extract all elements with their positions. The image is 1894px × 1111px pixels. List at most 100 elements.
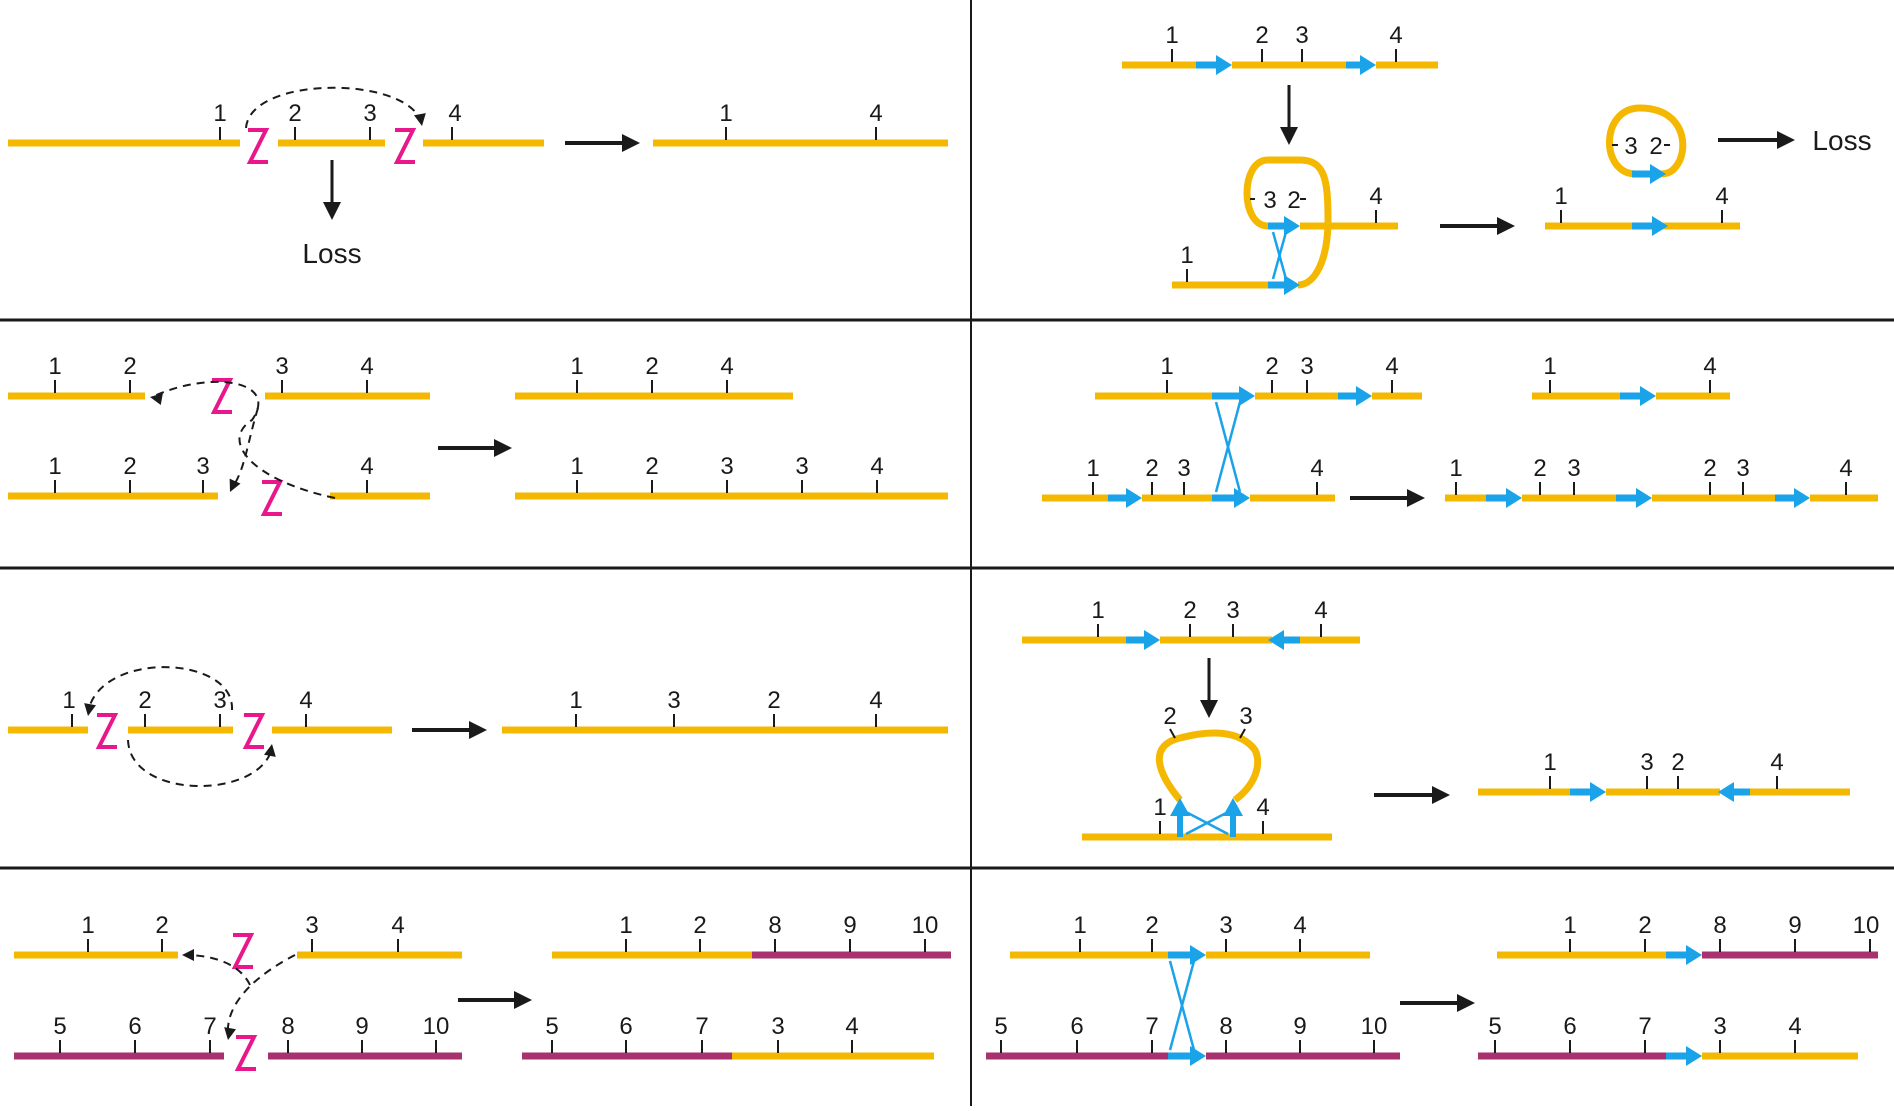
locus-label: 2 [645, 353, 658, 380]
locus-label: 2 [138, 687, 151, 714]
repeat-arrowhead [1794, 488, 1810, 508]
locus-label: 1 [619, 912, 632, 939]
dashed-arrowhead [84, 703, 96, 716]
locus-label: 2 [1638, 912, 1651, 939]
locus-label: 1 [1091, 597, 1104, 624]
crossover-line [1185, 810, 1229, 836]
repeat-arrowhead [1590, 782, 1606, 802]
locus-label: 7 [203, 1013, 216, 1040]
locus-label: 3 [1640, 749, 1653, 776]
repeat-arrowhead [1268, 630, 1284, 650]
locus-label: 1 [62, 687, 75, 714]
locus-label: 4 [869, 100, 882, 127]
locus-label: 3 [1177, 455, 1190, 482]
locus-label: 1 [1165, 22, 1178, 49]
locus-label: 4 [360, 453, 373, 480]
locus-label: 2 [767, 687, 780, 714]
locus-label: 3 [1300, 353, 1313, 380]
locus-label: 4 [870, 453, 883, 480]
repeat-arrowhead [1506, 488, 1522, 508]
label-text: 3 [1624, 133, 1637, 160]
locus-label: 5 [1488, 1013, 1501, 1040]
locus-label: 4 [1310, 455, 1323, 482]
label-text: 2 [1163, 703, 1176, 730]
repeat-arrowhead [1190, 945, 1206, 965]
repeat-arrowhead [1126, 488, 1142, 508]
repeat-arrowhead [1284, 275, 1300, 295]
locus-label: 4 [1788, 1013, 1801, 1040]
label-text: 2 [1649, 133, 1662, 160]
locus-label: 1 [1563, 912, 1576, 939]
repeat-arrowhead [1718, 782, 1734, 802]
inversion-loop [1155, 729, 1262, 803]
repeat-arrowhead [1640, 386, 1656, 406]
locus-label: 3 [1736, 455, 1749, 482]
locus-label: 2 [1255, 22, 1268, 49]
locus-label: 1 [81, 912, 94, 939]
break-zigzag [95, 713, 119, 749]
locus-label: 8 [281, 1013, 294, 1040]
locus-label: 5 [545, 1013, 558, 1040]
process-arrow-head [1497, 217, 1515, 235]
locus-label: 4 [1314, 597, 1327, 624]
locus-label: 3 [1219, 912, 1232, 939]
locus-label: 2 [693, 912, 706, 939]
locus-label: 2 [1145, 455, 1158, 482]
locus-label: 3 [196, 453, 209, 480]
locus-label: 1 [213, 100, 226, 127]
locus-label: 1 [48, 353, 61, 380]
process-arrow-head [1407, 489, 1425, 507]
locus-label: 1 [570, 453, 583, 480]
locus-label: 10 [912, 912, 939, 939]
crossover-line [1168, 960, 1196, 1051]
locus-label: 8 [1713, 912, 1726, 939]
locus-label: 4 [1389, 22, 1402, 49]
locus-label: 3 [1713, 1013, 1726, 1040]
locus-label: 4 [1385, 353, 1398, 380]
process-arrow-head [1457, 994, 1475, 1012]
dashed-arrowhead [414, 113, 426, 126]
break-zigzag [260, 480, 284, 516]
repeat-arrowhead [1356, 386, 1372, 406]
process-arrow-head [1432, 786, 1450, 804]
locus-label: 5 [53, 1013, 66, 1040]
locus-label: 4 [1715, 183, 1728, 210]
locus-label: 4 [448, 100, 461, 127]
process-arrow-head [494, 439, 512, 457]
excised-circle [1606, 104, 1687, 178]
locus-label: 1 [1543, 353, 1556, 380]
dashed-arrowhead [229, 478, 241, 492]
locus-label: 2 [1703, 455, 1716, 482]
locus-label: 2 [1265, 353, 1278, 380]
crossover-line [1271, 231, 1288, 280]
locus-label: 1 [569, 687, 582, 714]
locus-label: 1 [1554, 183, 1567, 210]
locus-label: 8 [768, 912, 781, 939]
locus-label: 9 [843, 912, 856, 939]
locus-label: 3 [1295, 22, 1308, 49]
locus-label: 2 [645, 453, 658, 480]
locus-tick [1169, 728, 1176, 739]
locus-label: 1 [570, 353, 583, 380]
locus-label: 1 [1086, 455, 1099, 482]
dashed-path [245, 86, 423, 129]
dashed-path [226, 954, 296, 1036]
locus-label: 1 [48, 453, 61, 480]
locus-label: 4 [391, 912, 404, 939]
locus-label: 1 [1449, 455, 1462, 482]
repeat-arrowhead [1650, 164, 1666, 184]
locus-label: 1 [1180, 242, 1193, 269]
label-text: 3 [1239, 703, 1252, 730]
locus-label: 3 [720, 453, 733, 480]
locus-label: 4 [1770, 749, 1783, 776]
process-arrow-head [1200, 700, 1218, 718]
label-text: Loss [302, 238, 361, 269]
repeat-arrowhead [1216, 55, 1232, 75]
locus-label: 3 [213, 687, 226, 714]
process-arrow-head [323, 202, 341, 220]
locus-label: 4 [1703, 353, 1716, 380]
process-arrow-head [622, 134, 640, 152]
repeat-arrowhead [1170, 798, 1190, 816]
